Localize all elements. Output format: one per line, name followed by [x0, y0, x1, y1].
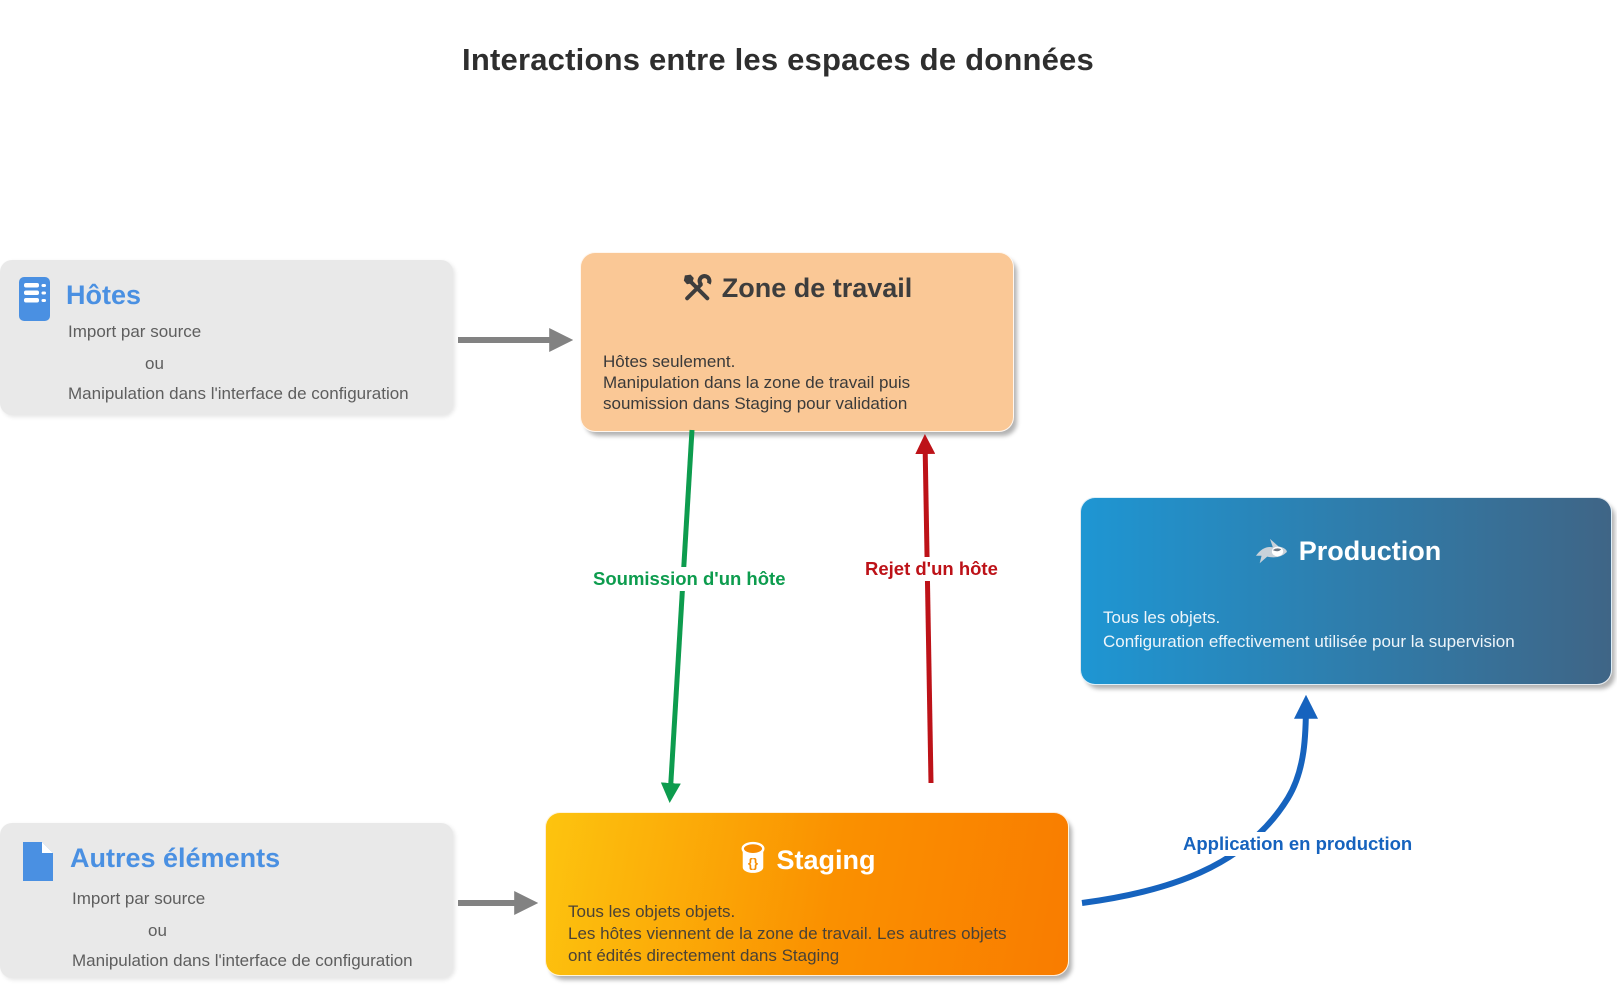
node-production-body: Tous les objets. Configuration effective… [1103, 606, 1515, 654]
node-production-body-line: Configuration effectivement utilisée pou… [1103, 632, 1515, 651]
node-hotes-line: Import par source [68, 322, 202, 341]
arrow-rejet [915, 434, 936, 784]
tools-icon [682, 273, 712, 310]
node-autres-line: ou [148, 921, 167, 940]
node-staging-title: Staging [776, 845, 876, 875]
node-hotes-line: Manipulation dans l'interface de configu… [68, 384, 409, 403]
node-staging-title-row: {} Staging [546, 841, 1068, 882]
node-staging-body-line: Les hôtes viennent de la zone de travail… [568, 924, 1007, 943]
document-icon [22, 841, 54, 887]
node-zone-title: Zone de travail [721, 273, 913, 303]
arrow-application [1081, 694, 1318, 906]
svg-text:{}: {} [747, 855, 757, 870]
node-zone-body-line: Manipulation dans la zone de travail pui… [603, 373, 911, 392]
node-autres-elements: Autres éléments Import par source ou Man… [0, 823, 453, 978]
page-title: Interactions entre les espaces de donnée… [462, 42, 1094, 77]
node-production: Production Tous les objets. Configuratio… [1080, 497, 1612, 685]
node-zone-de-travail: Zone de travail Hôtes seulement. Manipul… [580, 252, 1014, 432]
node-zone-title-row: Zone de travail [581, 273, 1013, 310]
node-hotes-line: ou [145, 354, 164, 373]
node-production-title-row: Production [1081, 536, 1611, 573]
node-staging-body-line: Tous les objets objets. [568, 902, 736, 921]
database-icon: {} [739, 841, 767, 882]
node-zone-body-line: soumission dans Staging pour validation [603, 394, 908, 413]
node-zone-body-line: Hôtes seulement. [603, 352, 736, 371]
node-hotes-title: Hôtes [66, 280, 142, 310]
node-zone-body: Hôtes seulement. Manipulation dans la zo… [603, 351, 910, 414]
node-staging-body-line: ont édités directement dans Staging [568, 946, 840, 965]
server-icon [18, 276, 52, 327]
edge-label-soumission: Soumission d'un hôte [588, 567, 791, 591]
shark-icon [1251, 536, 1289, 573]
node-production-title: Production [1298, 536, 1442, 566]
node-autres-line: Manipulation dans l'interface de configu… [72, 951, 413, 970]
node-staging-body: Tous les objets objets. Les hôtes vienne… [568, 901, 1007, 967]
edge-label-rejet: Rejet d'un hôte [860, 557, 1003, 581]
arrow-soumission [660, 429, 695, 803]
node-staging: {} Staging Tous les objets objets. Les h… [545, 812, 1069, 976]
node-production-body-line: Tous les objets. [1103, 608, 1221, 627]
node-autres-title: Autres éléments [70, 843, 281, 873]
node-hotes: Hôtes Import par source ou Manipulation … [0, 260, 453, 415]
edge-label-application: Application en production [1178, 832, 1418, 856]
node-autres-line: Import par source [72, 889, 206, 908]
